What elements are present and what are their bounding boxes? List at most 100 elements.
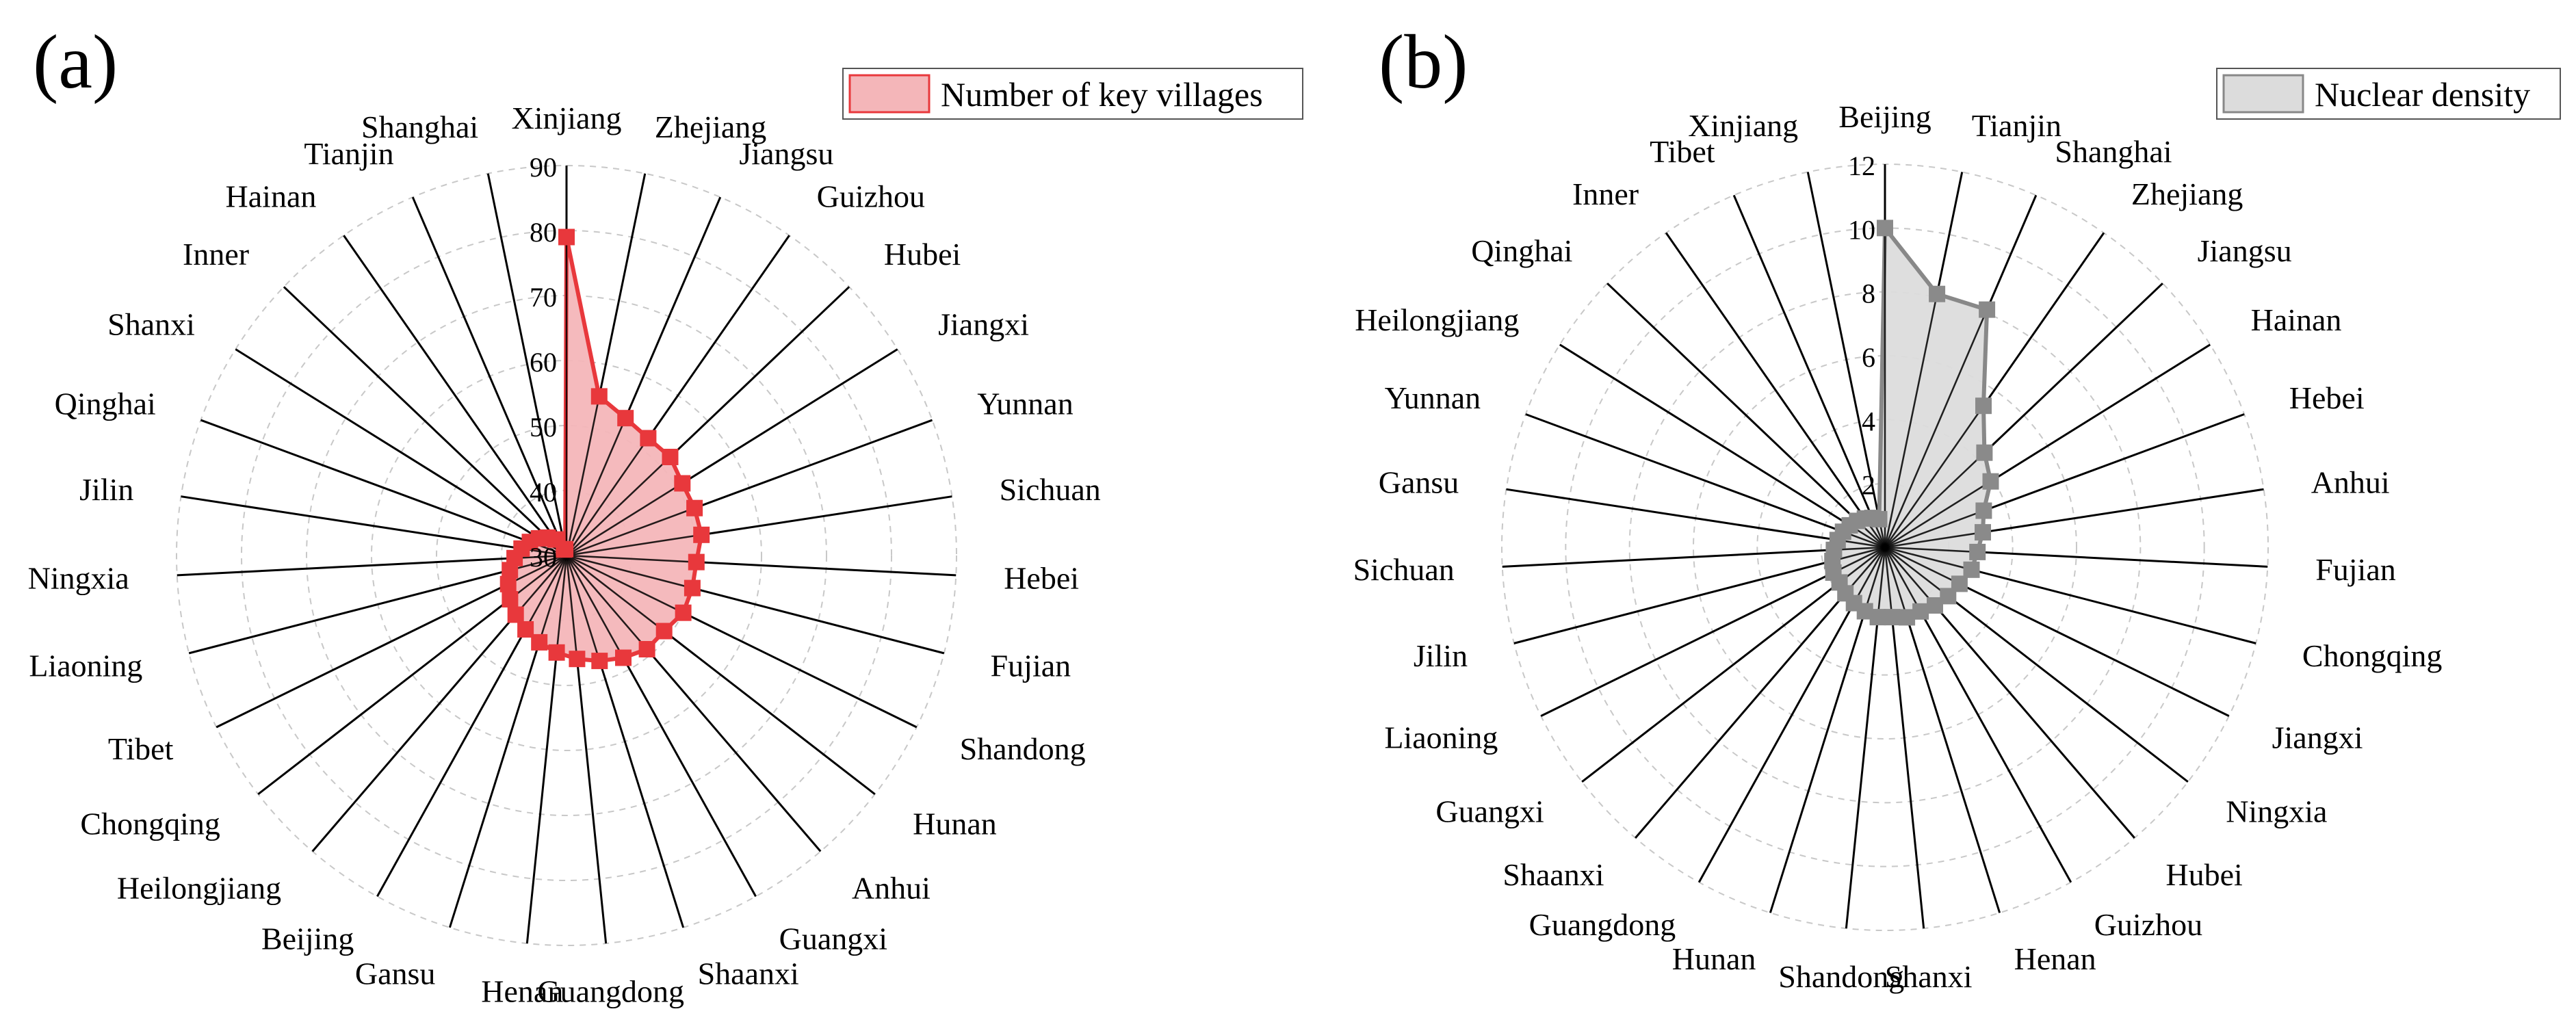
panel-b-marker-henan [1899,609,1916,626]
panel-a-category-hebei: Hebei [1004,560,1079,595]
panel-a-marker-heilongjiang [507,606,524,623]
panel-a-legend-swatch [848,74,931,114]
panel-a-category-shaanxi: Shaanxi [698,956,799,991]
panel-b-spoke-inner [1877,547,1886,618]
panel-a-marker-jiangxi [674,475,691,492]
panel-a-category-jilin: Jilin [79,472,133,507]
panel-a-category-ningxia: Ningxia [28,560,129,595]
panel-a-spoke-inner [565,417,627,556]
panel-b-marker-hebei [1975,502,1992,519]
panel-a-spoke-inner [566,507,695,557]
panel-a-spoke-inner [565,555,578,659]
panel-b-spoke-inner [1833,546,1886,574]
panel-a-category-heilongjiang: Heilongjiang [117,871,281,906]
panel-b-tick-label: 8 [1862,278,1875,309]
panel-a-spoke [411,196,568,556]
panel-a-markers [499,228,710,670]
panel-b-spoke-inner [1884,510,1984,549]
panel-a-marker-zhejiang [590,388,608,405]
panel-a-category-shanxi: Shanxi [107,307,195,342]
panel-a-marker-hebei [688,553,705,571]
panel-b-marker-chongqing [1963,561,1980,578]
panel-a-category-beijing: Beijing [261,921,354,956]
panel-b-category-tianjin: Tianjin [1972,108,2061,143]
panel-a-category-tibet: Tibet [108,731,174,766]
panel-b-ring [1693,355,2077,740]
panel-b-category-jiangxi: Jiangxi [2272,720,2363,755]
panel-b-category-shandong: Shandong [1778,959,1904,994]
panel-a-tick-label: 40 [530,477,557,508]
panel-a-category-qinghai: Qinghai [55,387,156,421]
panel-b-category-hunan: Hunan [1672,941,1756,976]
panel-a-category-hainan: Hainan [226,179,317,214]
panel-b-category-inner: Inner [1572,176,1639,211]
panel-b-category-anhui: Anhui [2311,465,2390,500]
panel-a-marker-jiangsu [617,410,634,427]
panel-a-marker-yunnan [686,499,703,516]
panel-a-category-guangdong: Guangdong [537,974,684,1009]
panel-b-spoke [1559,343,1886,549]
panel-a-category-tianjin: Tianjin [304,136,393,171]
panel-a-category-fujian: Fujian [991,648,1071,683]
panel-a-tick-label: 60 [530,347,557,378]
panel-a-spoke-inner [509,555,567,600]
panel-a-category-inner: Inner [183,237,249,272]
panel-a-spoke-inner [524,555,568,630]
panel-b-spoke-inner [1864,547,1886,612]
panel-b-spoke-inner [1884,547,1908,618]
panel-b-spoke-inner [1884,546,1972,571]
panel-a-category-sichuan: Sichuan [1000,472,1101,507]
panel-b-marker-jiangsu [1976,444,1993,461]
panel-a-marker-xinjiang [558,228,575,246]
panel-a-marker-shanghai [557,540,574,558]
panel-b-category-hebei: Hebei [2289,380,2365,415]
panel-b-category-tibet: Tibet [1650,134,1715,169]
panel-a-spoke-inner [566,554,684,614]
panel-a-marker-shandong [675,604,692,621]
panel-a-category-yunnan: Yunnan [977,387,1074,421]
panel-a-spoke-inner [566,534,702,557]
panel-a-spoke [343,235,568,556]
panel-b-category-guangxi: Guangxi [1435,794,1544,829]
panel-b-spoke-inner [1834,546,1886,551]
panel-b-spoke-inner [1884,547,1893,618]
panel-a-marker-sichuan [693,526,710,543]
panel-b-legend-label: Nuclear density [2315,75,2530,114]
panel-a-marker-guangdong [569,651,586,668]
panel-a-category-zhejiang: Zhejiang [655,109,767,144]
panel-b-category-yunnan: Yunnan [1385,380,1481,415]
panel-b-spoke-inner [1884,480,1992,549]
panel-a-spoke-inner [515,555,567,616]
panel-b-category-shaanxi: Shaanxi [1502,857,1604,892]
panel-a-spoke-inner [566,554,693,589]
panel-a-spoke-inner [566,555,648,650]
panel-b-marker-shanxi [1884,609,1901,626]
panel-a-category-jiangsu: Jiangsu [739,136,833,171]
panel-b-spoke-inner [1884,309,1988,548]
panel-b-spoke [1606,283,1886,549]
panel-b-category-shanghai: Shanghai [2055,134,2172,169]
panel-a-spoke-inner [566,554,697,563]
panel-b-spoke [1502,546,1886,568]
panel-b-category-jiangsu: Jiangsu [2198,233,2292,268]
panel-b-legend: Nuclear density [2216,68,2561,120]
panel-a-spoke-inner [565,555,601,662]
panel-a-category-guizhou: Guizhou [817,179,925,214]
panel-a-spoke [486,173,568,556]
panel-a-category-shandong: Shandong [960,731,1086,766]
panel-a-tick-label: 80 [530,217,557,248]
panel-b-spoke-inner [1884,546,1960,585]
panel-b-spoke-inner [1884,531,1983,549]
panel-b-spoke-inner [1884,547,1922,612]
panel-b-spoke [1525,413,1886,549]
panel-b-tick-label: 4 [1862,406,1875,436]
panel-b-tick-label: 2 [1862,470,1875,501]
panel-a-category-hubei: Hubei [884,237,961,272]
panel-b-tick-label: 12 [1848,151,1875,181]
panel-a-category-guangxi: Guangxi [779,921,887,956]
panel-b-category-hainan: Hainan [2251,302,2342,337]
panel-a-category-jiangxi: Jiangxi [938,307,1029,342]
panel-a-legend: Number of key villages [842,68,1303,120]
